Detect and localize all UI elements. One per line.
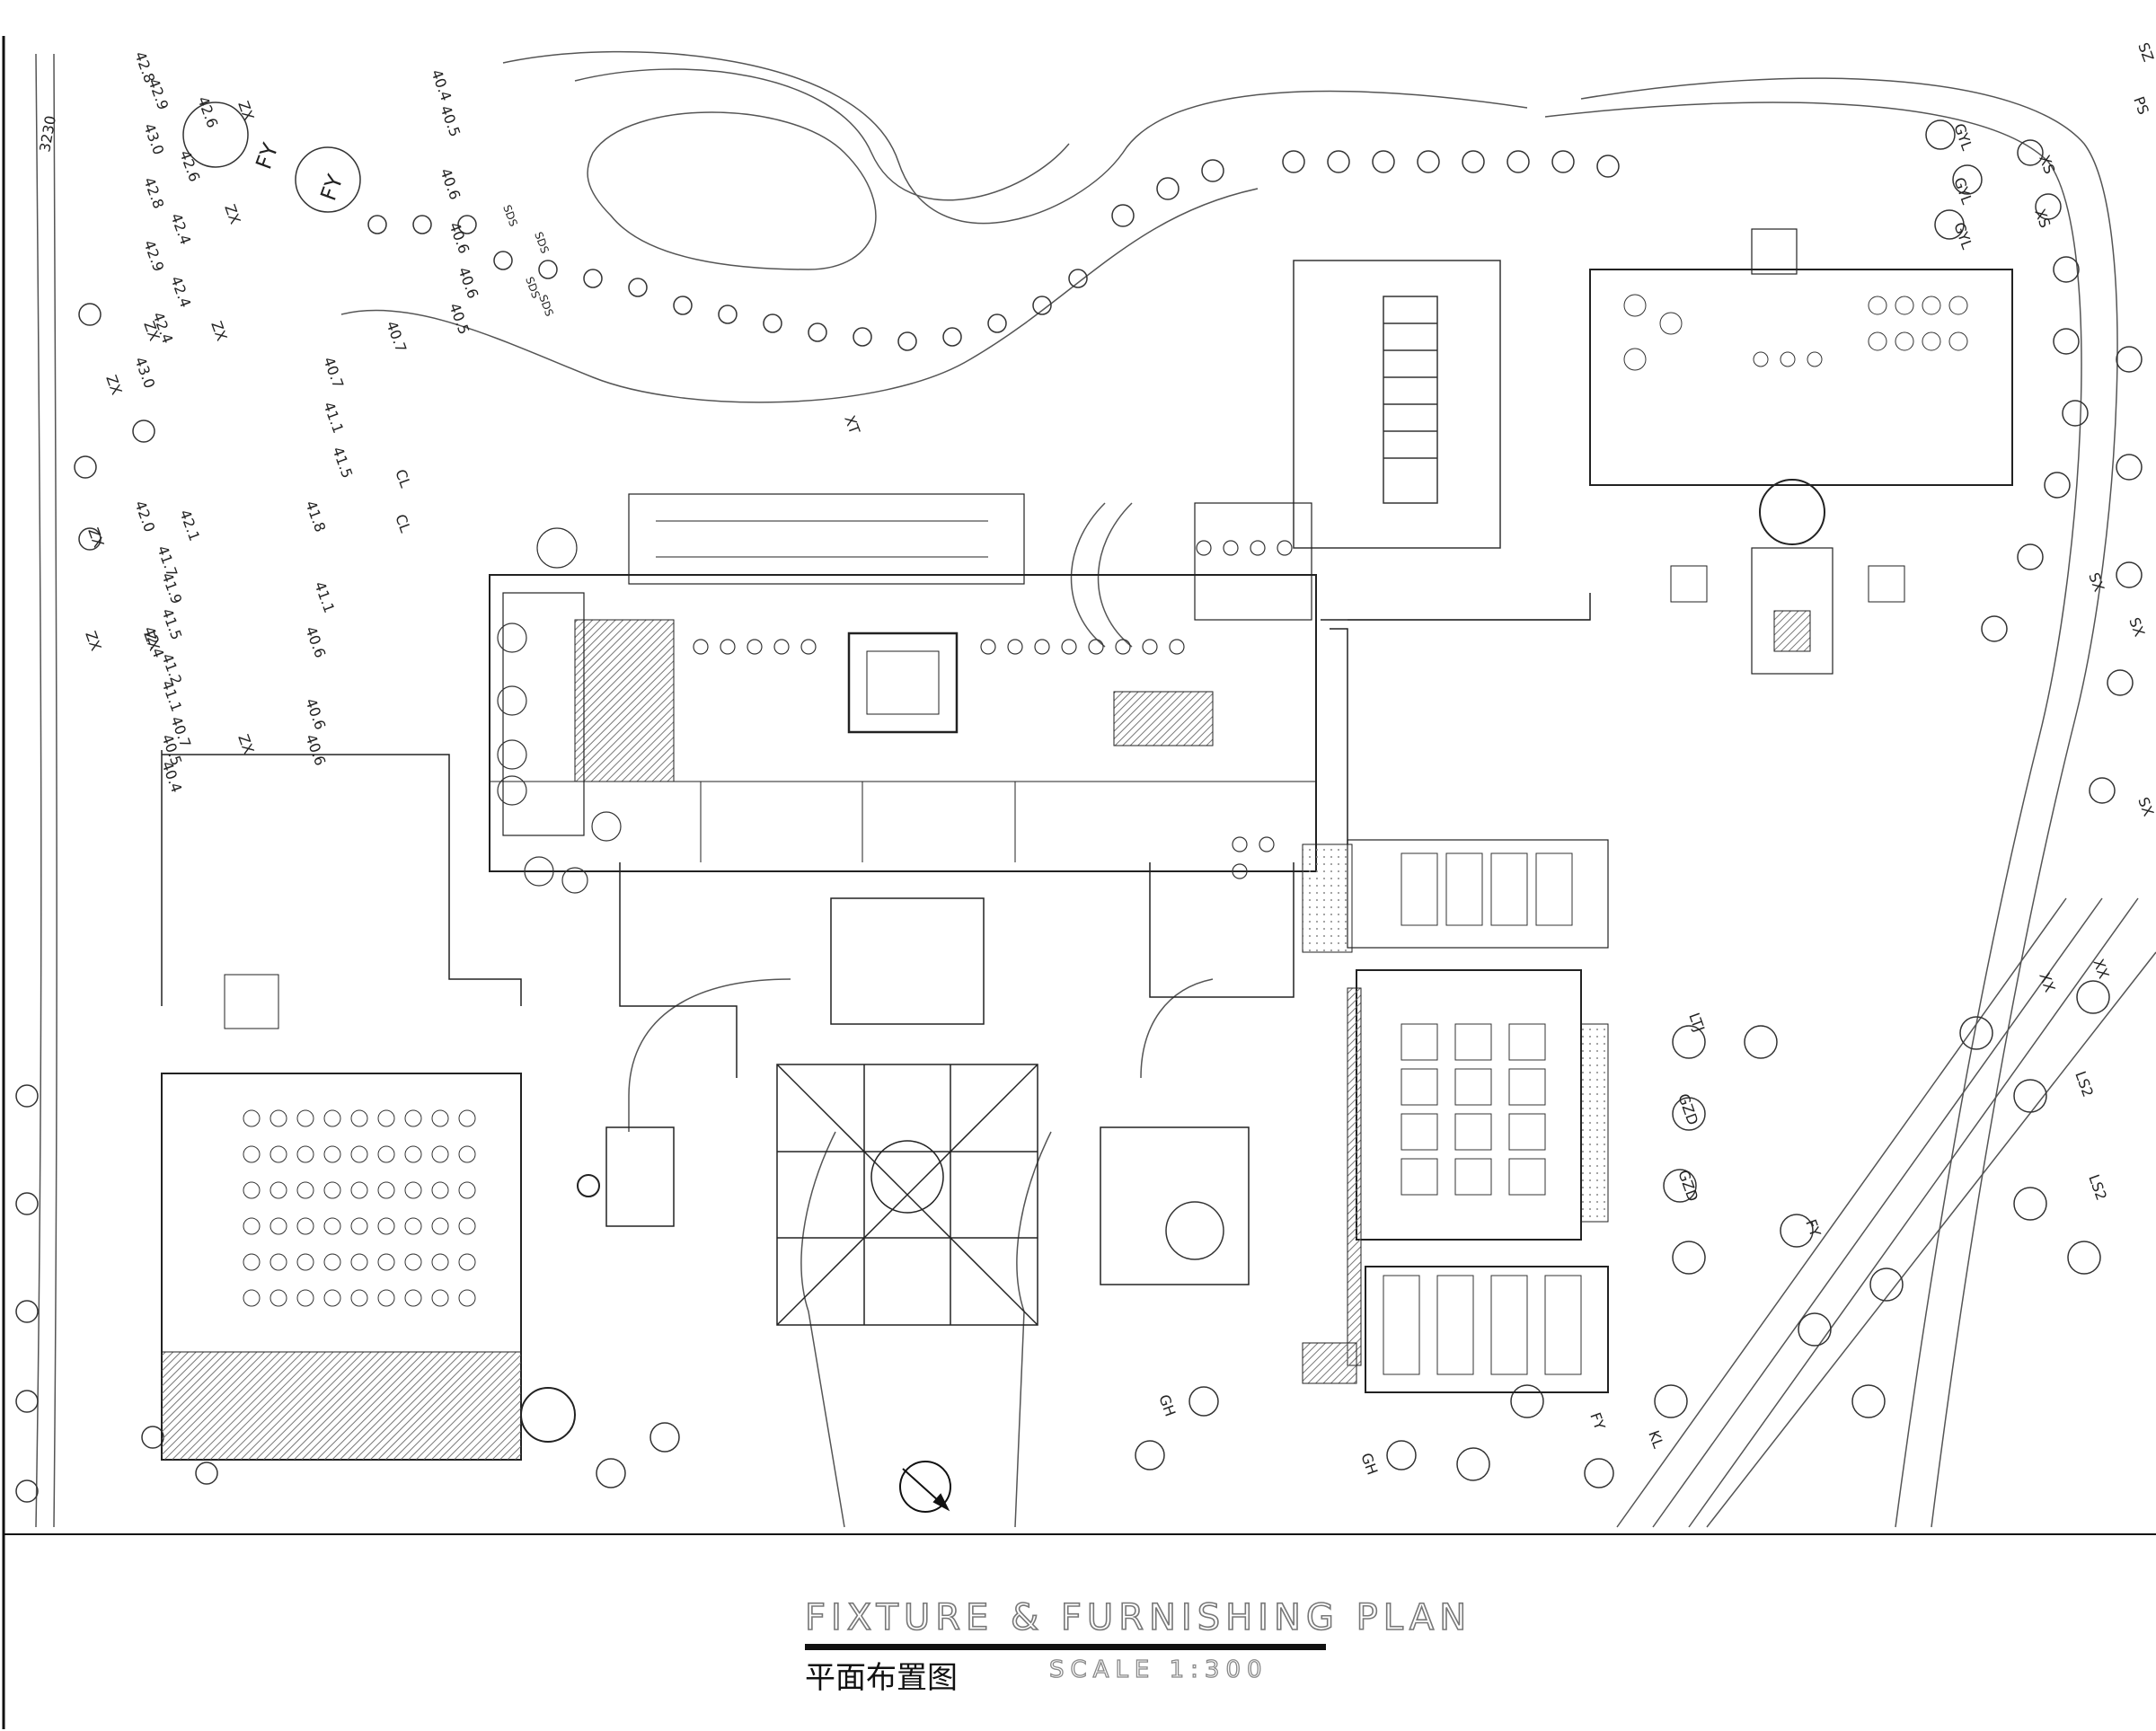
elevation-mark: 41.5 [329, 445, 356, 481]
plant-code: CL [392, 512, 414, 534]
elevation-mark: 42.4 [167, 211, 194, 247]
plant-code: XT [841, 413, 863, 437]
plant-code: GYL [1950, 220, 1975, 252]
plant-code: FY [315, 171, 348, 204]
elevation-mark: 40.6 [446, 220, 473, 256]
plan-title-english: FIXTURE & FURNISHING PLAN [804, 1596, 1472, 1639]
plant-code: SX [2125, 615, 2148, 639]
elevation-mark: 42.0 [131, 499, 158, 534]
plant-code: GH [1357, 1451, 1381, 1477]
plant-code: CL [392, 467, 414, 490]
plant-code: SDS [532, 230, 552, 255]
plant-code: ZX [221, 202, 243, 226]
elevation-mark: 43.0 [131, 355, 158, 391]
plant-code: LS2 [2072, 1069, 2097, 1100]
elevation-mark: 42.6 [194, 94, 221, 130]
title-block: FIXTURE & FURNISHING PLAN 平面布置图 SCALE 1:… [804, 1596, 1472, 1696]
elevation-mark: 42.9 [145, 76, 172, 112]
plant-code: ZX [234, 732, 257, 756]
plant-code: GH [1155, 1392, 1179, 1418]
plant-code: LTJ [1685, 1011, 1708, 1034]
plant-code: GYL [1950, 175, 1975, 207]
plant-code: KL [1645, 1428, 1667, 1451]
elevation-mark: 40.5 [437, 103, 464, 139]
elevation-mark: 41.5 [158, 606, 185, 642]
guest-rooms [1383, 852, 1582, 1375]
scale-label: SCALE 1:300 [1048, 1656, 1268, 1683]
elevation-mark: 40.5 [446, 301, 473, 337]
plant-code: XS [2031, 207, 2054, 230]
elevation-mark: 40.4 [428, 67, 455, 103]
plant-code: GYL [1950, 121, 1975, 153]
elevation-mark: 40.7 [383, 319, 410, 355]
elevation-mark: 40.6 [437, 166, 464, 202]
furniture-clusters [497, 527, 1293, 894]
trees [15, 102, 2143, 1503]
entrance-plaza [605, 897, 1250, 1326]
parking-lot [1293, 260, 1501, 549]
title-underline [805, 1644, 1326, 1650]
plan-title-chinese: 平面布置图 [805, 1660, 958, 1696]
guest-room-wing [1302, 839, 1609, 1393]
elevation-marks: 40.4 40.5 40.6 40.6 40.6 40.5 40.7 40.7 … [131, 49, 482, 795]
plant-code: PS [2130, 94, 2152, 117]
elevation-mark: 42.9 [140, 238, 167, 274]
ballroom [161, 974, 600, 1461]
elevation-mark: 42.8 [140, 175, 167, 211]
main-building [489, 493, 1317, 872]
plant-code: SX [2085, 570, 2107, 594]
elevation-mark: 40.6 [302, 732, 329, 768]
plant-code: ZX [234, 99, 257, 123]
plant-code: FY [1586, 1410, 1608, 1433]
ballroom-tables [243, 1109, 476, 1307]
elevation-mark: 41.9 [158, 570, 185, 606]
clubhouse-furniture [1623, 294, 1968, 371]
plant-code: ZX [102, 373, 125, 397]
plant-code: XX [2090, 957, 2112, 981]
drawing-frame [2, 36, 2156, 1729]
dimension-label: 3230 [36, 114, 59, 153]
plant-code: SZ [2134, 40, 2156, 64]
plant-code: ZX [82, 629, 104, 653]
elevation-mark: 43.0 [140, 121, 167, 157]
plant-code: ZX [208, 319, 230, 343]
landscape-paths [35, 50, 2156, 1528]
plant-code: SX [2134, 795, 2156, 818]
elevation-mark: 41.1 [320, 400, 347, 436]
elevation-mark: 40.6 [302, 696, 329, 732]
plant-code: LS2 [2085, 1172, 2110, 1203]
plant-code: FY [251, 139, 283, 172]
plant-codes: ZX ZX ZX ZX ZX ZX ZX ZX ZX FY FY SDS SDS… [82, 40, 2156, 1477]
elevation-mark: 40.6 [455, 265, 482, 301]
clubhouse [1348, 228, 2013, 675]
plant-code: GZD [1674, 1168, 1701, 1204]
plant-code: XX [2036, 970, 2058, 994]
plant-code: SDS [536, 293, 556, 318]
plant-code: FY [1802, 1217, 1824, 1240]
plant-code: ZX [84, 525, 107, 550]
elevation-mark: 41.1 [158, 678, 185, 714]
elevation-mark: 42.4 [167, 274, 194, 310]
elevation-mark: 41.1 [311, 579, 338, 615]
colonnades [161, 593, 1591, 1078]
elevation-mark: 41.8 [302, 499, 329, 534]
plant-code: GZD [1674, 1091, 1701, 1127]
elevation-mark: 40.6 [302, 624, 329, 660]
elevation-mark: 42.6 [176, 148, 203, 184]
elevation-mark: 40.7 [320, 355, 347, 391]
north-arrow-icon [899, 1461, 951, 1513]
elevation-mark: 42.1 [176, 508, 203, 543]
plant-code: SDS [500, 203, 520, 228]
